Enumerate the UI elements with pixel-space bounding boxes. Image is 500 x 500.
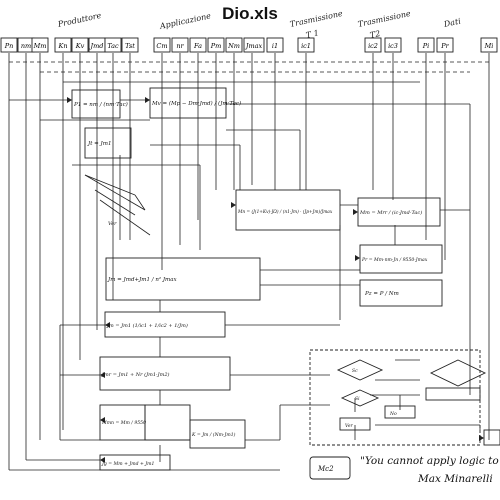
- input-box: Fa: [189, 37, 207, 53]
- input-label: nm: [21, 42, 31, 50]
- input-box: Tst: [121, 37, 139, 53]
- formula-mn: Mn = (J(1+Kv)·JΩ) / (n1·Jm) · (Jp+Jm)/Jm…: [237, 210, 333, 215]
- quote-text: "You cannot apply logic to a: [360, 455, 500, 467]
- arrowheads: [67, 97, 484, 463]
- input-label: Mi: [484, 42, 494, 50]
- input-box: Pm: [207, 37, 225, 53]
- formula-jmr: Jmr = Jm1 + Nr (Jm1·Jm2): [101, 371, 170, 378]
- input-label: ic1: [301, 42, 311, 50]
- formula-p1: P1 = nm / (nm·Tac): [73, 101, 128, 108]
- input-box: Cm: [153, 37, 171, 53]
- input-box: Pi: [417, 37, 435, 53]
- formula-labels: P1 = nm / (nm·Tac) Mv = (Mp − Dm·Jmd) / …: [73, 100, 428, 473]
- input-label: Cm: [156, 42, 167, 50]
- input-box: ic2: [364, 37, 382, 53]
- input-label: Pr: [440, 42, 449, 50]
- input-label: ic2: [368, 42, 378, 50]
- formula-pz: Pz = P / Nm: [364, 291, 399, 297]
- decision-label-sc: Sc: [352, 368, 358, 374]
- input-label: Tac: [107, 42, 119, 50]
- connector-lines: [8, 53, 490, 471]
- input-box: ic3: [384, 37, 402, 53]
- input-label: Pm: [210, 42, 222, 50]
- formula-jm-sum: Jm = Jm1 (1/ic1 + 1/ic2 + 1/Jm): [106, 322, 188, 329]
- page-title: Dio.xls: [222, 4, 278, 23]
- input-box: Mi: [480, 37, 498, 53]
- decision-label-no: No: [389, 411, 397, 417]
- input-box: Kv: [71, 37, 89, 53]
- input-box: Kn: [54, 37, 72, 53]
- formula-jm-main: Jm = Jmd+Jm1 / n² Jmax: [107, 276, 178, 283]
- input-label: Pn: [4, 42, 14, 50]
- formula-mmn: Mmn = Mm / 9550: [101, 420, 146, 426]
- input-box: Nm: [225, 37, 243, 53]
- input-box: i1: [266, 37, 284, 53]
- formula-jt: Jt = Jm1: [87, 141, 111, 147]
- input-box: Tac: [104, 37, 122, 53]
- input-box: nr: [171, 37, 189, 53]
- input-label: Jmax: [244, 42, 263, 50]
- input-label: Pi: [422, 42, 429, 50]
- input-label: Fa: [193, 42, 202, 50]
- ver-label: Ver: [108, 221, 117, 227]
- formula-mm: Mm = Mrr / (ic·Jmd·Tac): [359, 209, 422, 216]
- input-boxes: Pn nm Mm Kn Kv Jmd Tac Tst Cm nr Fa Pm N…: [0, 37, 498, 53]
- input-box: Pn: [0, 37, 18, 53]
- block-outlines: [71, 87, 500, 480]
- input-label: ic3: [388, 42, 398, 50]
- input-label: Nm: [227, 42, 240, 50]
- input-label: nr: [176, 42, 184, 50]
- input-box: Mm: [31, 37, 49, 53]
- input-label: i1: [272, 42, 278, 50]
- input-box: Pr: [436, 37, 454, 53]
- input-label: Jmd: [89, 42, 104, 50]
- input-box: Jmax: [243, 37, 265, 53]
- input-label: Kn: [57, 42, 67, 50]
- decision-label-si: Si: [355, 396, 360, 402]
- input-label: Tst: [125, 42, 135, 50]
- formula-mc2: Mc2: [317, 465, 334, 473]
- input-box: ic1: [297, 37, 315, 53]
- quote-author: Max Minarelli: [418, 473, 493, 485]
- formula-jg: Jg = Mm + Jmd + Jm1: [101, 461, 154, 467]
- input-label: Mm: [33, 42, 47, 50]
- formula-k: K = Jm / (Nm·Jm1): [191, 431, 236, 438]
- input-box: nm: [17, 37, 35, 53]
- input-box: Jmd: [89, 37, 106, 53]
- input-label: Kv: [75, 42, 85, 50]
- formula-mv: Mv = (Mp − Dm·Jmd) / (Jm·Tac): [151, 100, 241, 107]
- decision-label-ver: Ver: [345, 423, 353, 429]
- formula-pr: Pr = Mm·nm·Jn / 9550·Jmax: [361, 257, 428, 263]
